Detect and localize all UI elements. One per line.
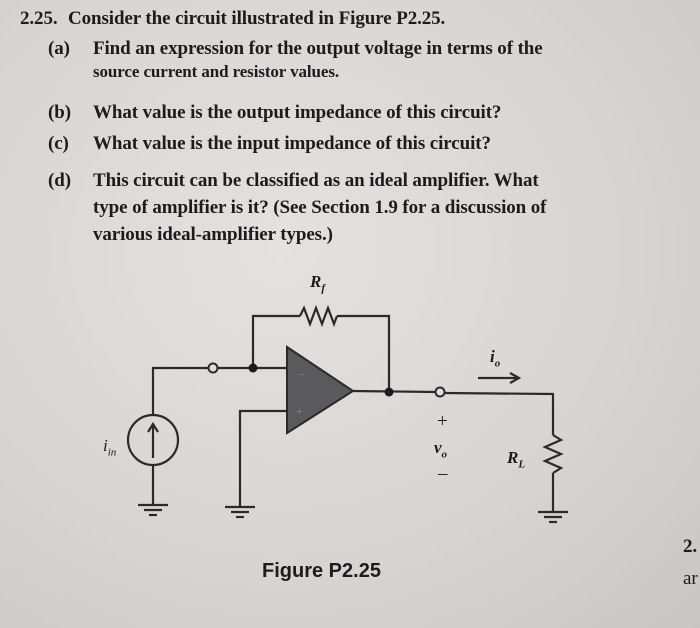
output-terminal <box>434 386 446 398</box>
input-terminal <box>207 362 219 374</box>
part-b-line-1: What value is the output impedance of th… <box>93 102 502 123</box>
junction-node-input <box>248 363 258 373</box>
margin-fragment-1: 2. <box>683 536 698 557</box>
junction-node-output <box>384 387 394 397</box>
io-label: io <box>490 347 501 370</box>
opamp-minus-label: – <box>298 366 304 380</box>
rf-label: Rf <box>310 272 326 295</box>
part-c-line-1: What value is the input impedance of thi… <box>93 133 491 154</box>
current-source-icon <box>126 413 180 467</box>
opamp-plus-label: + <box>296 404 303 418</box>
input-wire <box>151 366 209 415</box>
rf-resistor-icon <box>299 304 339 328</box>
part-b-label: (b) <box>48 102 71 123</box>
part-d-line-2: type of amplifier is it? (See Section 1.… <box>93 197 547 218</box>
part-d-label: (d) <box>48 170 71 191</box>
ground-icon-source <box>138 503 168 517</box>
output-wire <box>352 389 437 394</box>
noninverting-input-wire <box>238 409 287 507</box>
vo-plus-label: + <box>437 411 448 432</box>
vo-minus-label: – <box>438 463 448 484</box>
margin-fragment-2: ar <box>683 568 698 589</box>
problem-intro: Consider the circuit illustrated in Figu… <box>68 8 446 29</box>
iin-label: iin <box>103 436 117 459</box>
problem-number: 2.25. <box>20 8 58 29</box>
vo-label: vo <box>434 438 448 461</box>
rl-label: RL <box>507 448 526 471</box>
load-wire <box>443 391 555 435</box>
ground-icon-opamp <box>225 505 255 519</box>
part-d-line-1: This circuit can be classified as an ide… <box>93 170 539 191</box>
figure-caption: Figure P2.25 <box>262 560 381 582</box>
ground-icon-load <box>538 510 568 524</box>
part-c-label: (c) <box>48 133 69 154</box>
opamp-icon <box>286 345 355 435</box>
feedback-wire-left <box>251 314 300 368</box>
part-a-line-2: source current and resistor values. <box>93 62 339 81</box>
rl-resistor-icon <box>542 434 564 474</box>
part-a-label: (a) <box>48 38 70 59</box>
part-d-line-3: various ideal-amplifier types.) <box>93 224 333 245</box>
part-a-line-1: Find an expression for the output voltag… <box>93 38 543 59</box>
feedback-wire-right <box>337 314 391 392</box>
